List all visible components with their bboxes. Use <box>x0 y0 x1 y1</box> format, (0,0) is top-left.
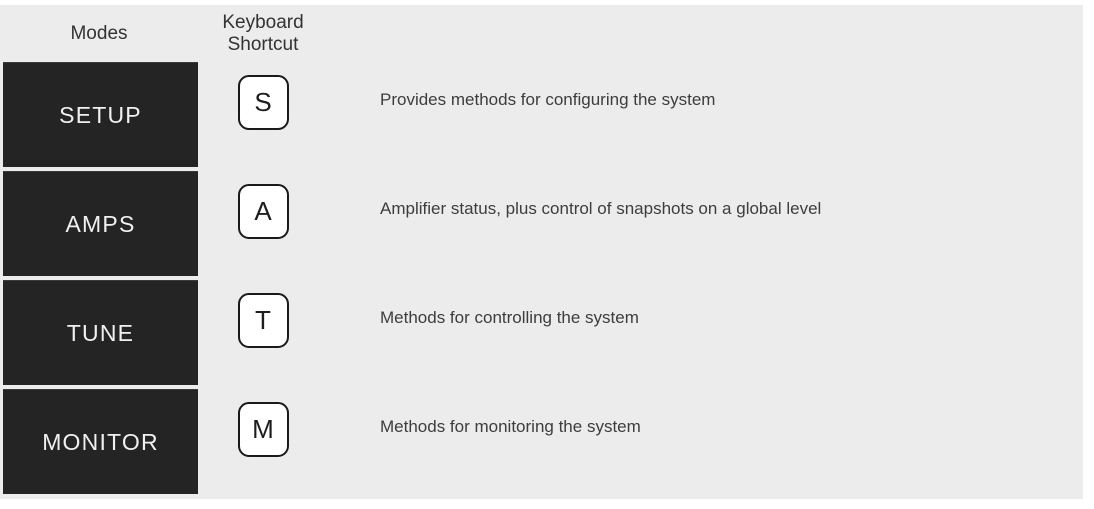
keycap-a-letter: A <box>254 196 272 226</box>
keycap-t-letter: T <box>255 305 271 335</box>
mode-row-setup: SETUP S Provides methods for configuring… <box>0 62 1083 167</box>
setup-mode-description: Provides methods for configuring the sys… <box>380 90 716 109</box>
mode-row-amps: AMPS A Amplifier status, plus control of… <box>0 171 1083 276</box>
amps-mode-description: Amplifier status, plus control of snapsh… <box>380 199 822 218</box>
mode-row-monitor: MONITOR M Methods for monitoring the sys… <box>0 389 1083 494</box>
keyboard-shortcut-column-header: Keyboard Shortcut <box>222 11 304 55</box>
keycap-m-letter: M <box>252 414 274 444</box>
monitor-mode-button[interactable]: MONITOR <box>3 389 198 494</box>
tune-mode-description: Methods for controlling the system <box>380 308 639 327</box>
keycap-t: T <box>237 293 289 348</box>
keycap-m: M <box>237 402 289 457</box>
tune-mode-label: TUNE <box>66 319 135 346</box>
tune-shortcut-cell: T <box>198 280 328 385</box>
keycap-a: A <box>237 184 289 239</box>
modes-reference-table: Modes Keyboard Shortcut SETUP S Provides… <box>0 5 1083 499</box>
monitor-shortcut-cell: M <box>198 389 328 494</box>
setup-mode-label: SETUP <box>59 101 142 128</box>
monitor-mode-label: MONITOR <box>42 428 159 455</box>
modes-column-header: Modes <box>70 22 128 44</box>
setup-shortcut-cell: S <box>198 62 328 167</box>
monitor-mode-description: Methods for monitoring the system <box>380 417 641 436</box>
amps-mode-button[interactable]: AMPS <box>3 171 198 276</box>
setup-mode-button[interactable]: SETUP <box>3 62 198 167</box>
amps-mode-label: AMPS <box>65 210 136 237</box>
mode-row-tune: TUNE T Methods for controlling the syste… <box>0 280 1083 385</box>
keycap-s: S <box>237 75 289 130</box>
table-header-row: Modes Keyboard Shortcut <box>0 5 1083 62</box>
keycap-s-letter: S <box>254 87 272 117</box>
amps-shortcut-cell: A <box>198 171 328 276</box>
tune-mode-button[interactable]: TUNE <box>3 280 198 385</box>
